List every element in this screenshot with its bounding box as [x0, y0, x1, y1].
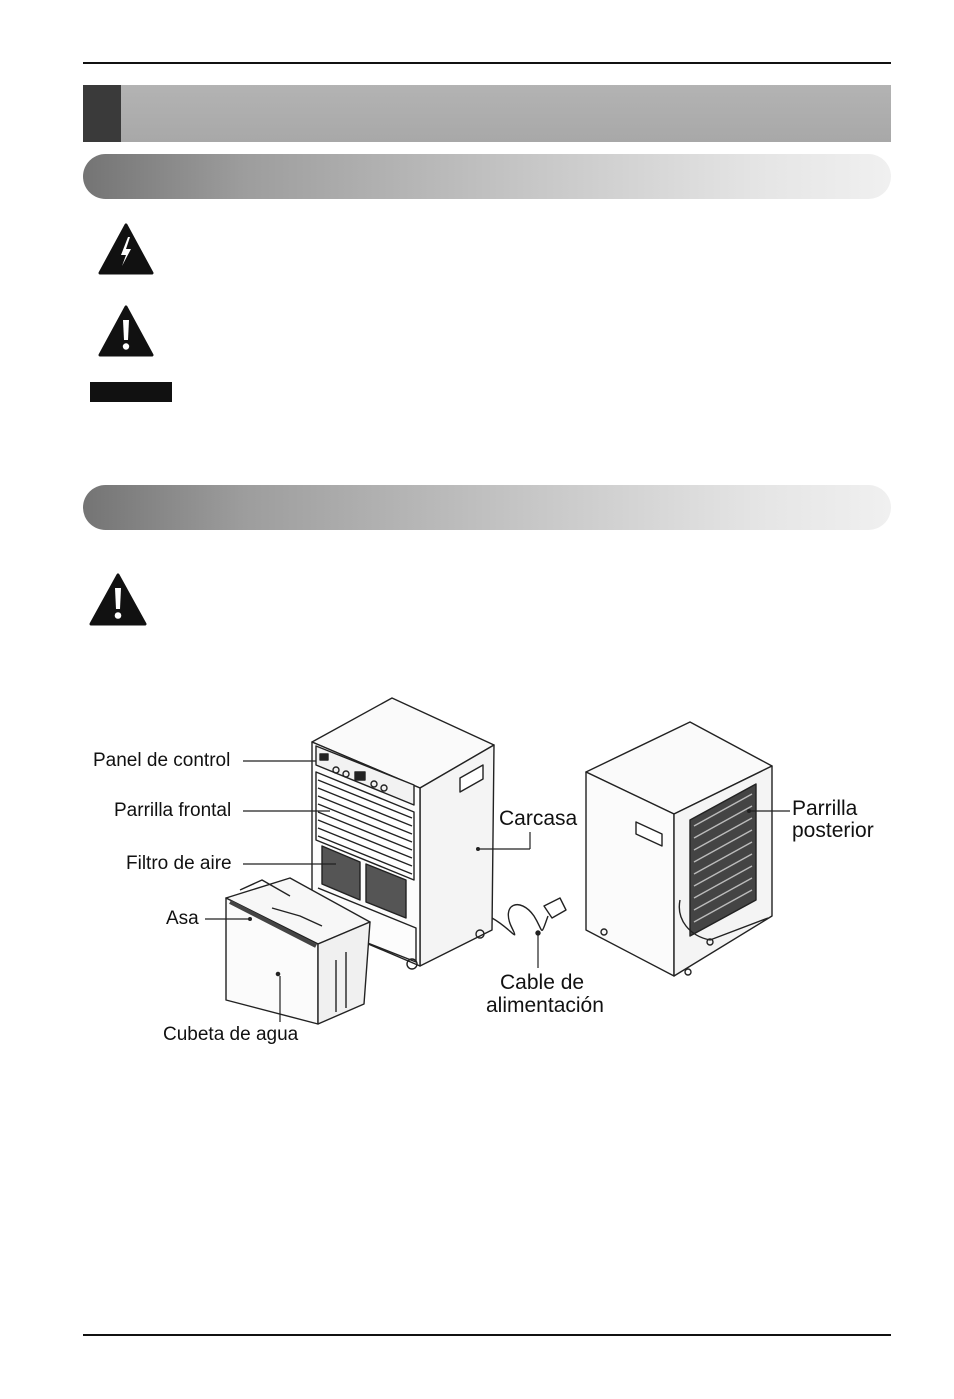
label-cable-1: Cable de: [500, 971, 585, 994]
section-header-bar-parts: [83, 485, 891, 530]
label-parrilla-posterior-2: posterior: [792, 819, 874, 842]
note-label-block: [90, 382, 172, 402]
caution-icon-parts: [89, 573, 147, 626]
electric-warning-icon: [98, 223, 154, 275]
label-carcasa: Carcasa: [499, 807, 578, 830]
section-header-bar-safety: [83, 154, 891, 199]
caution-icon: [98, 305, 154, 357]
page-title-bar: [83, 85, 891, 142]
back-unit: [585, 721, 773, 977]
top-rule: [83, 62, 891, 64]
label-cubeta-de-agua: Cubeta de agua: [163, 1024, 299, 1045]
label-parrilla-posterior-1: Parrilla: [792, 797, 858, 820]
front-unit: [311, 697, 567, 970]
label-filtro-de-aire: Filtro de aire: [126, 853, 232, 874]
water-bucket: [225, 877, 371, 1025]
label-panel-de-control: Panel de control: [93, 750, 231, 771]
title-marker-block: [83, 85, 121, 142]
label-cable-2: alimentación: [486, 994, 604, 1017]
bottom-rule: [83, 1334, 891, 1336]
label-parrilla-frontal: Parrilla frontal: [114, 800, 232, 821]
label-asa: Asa: [166, 908, 199, 929]
